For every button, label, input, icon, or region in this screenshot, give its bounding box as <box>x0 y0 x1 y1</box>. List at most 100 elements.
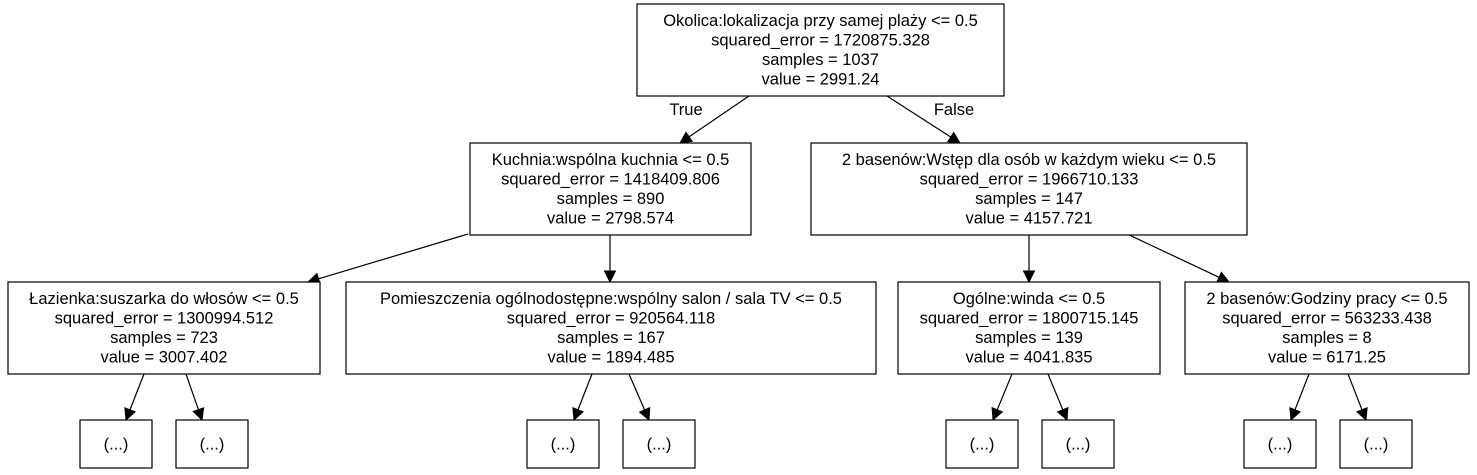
edge-n3-t0 <box>124 373 145 422</box>
node-text-line: Kuchnia:wspólna kuchnia <= 0.5 <box>492 151 730 169</box>
node-box <box>1041 419 1115 469</box>
truncated-node-t1: (...) <box>175 419 249 469</box>
node-text-line: 2 basenów:Wstęp dla osób w każdym wieku … <box>842 151 1216 169</box>
edge-line <box>628 373 646 411</box>
edge-n2-n5 <box>1022 235 1036 284</box>
arrowhead-icon <box>638 406 651 422</box>
arrowhead-icon <box>192 407 205 422</box>
truncated-node-t2: (...) <box>526 419 600 469</box>
edge-line <box>1347 373 1363 410</box>
tree-node-n2: 2 basenów:Wstęp dla osób w każdym wieku … <box>810 142 1248 236</box>
edge-n0-n1: True <box>669 95 750 144</box>
node-text-line: samples = 167 <box>557 329 665 347</box>
nodes-layer: Okolica:lokalizacja przy samej plaży <= … <box>7 3 1470 469</box>
edge-n1-n4 <box>603 235 617 284</box>
node-text-line: value = 2798.574 <box>547 210 674 228</box>
tree-node-n4: Pomieszczenia ogólnodostępne:wspólny sal… <box>345 281 877 375</box>
node-text-line: value = 4041.835 <box>965 349 1092 367</box>
arrowhead-icon <box>572 407 585 422</box>
node-text-line: squared_error = 1800715.145 <box>920 310 1139 328</box>
edge-line <box>318 233 469 280</box>
truncated-node-t5: (...) <box>1041 419 1115 469</box>
node-text-line: (...) <box>647 436 672 454</box>
edge-n0-n2: False <box>886 95 974 144</box>
edge-line <box>1294 373 1310 410</box>
edge-n5-t5 <box>1047 373 1069 422</box>
node-box <box>526 419 600 469</box>
tree-node-n6: 2 basenów:Godziny pracy <= 0.5 squared_er… <box>1184 281 1470 375</box>
edge-line <box>129 373 145 410</box>
truncated-node-t3: (...) <box>622 419 696 469</box>
node-text-line: (...) <box>200 436 225 454</box>
edge-line <box>1124 232 1220 278</box>
node-text-line: 2 basenów:Godziny pracy <= 0.5 <box>1206 290 1447 308</box>
node-text-line: (...) <box>1364 436 1389 454</box>
arrowhead-icon <box>1022 270 1036 284</box>
node-text-line: value = 3007.402 <box>100 349 227 367</box>
node-text-line: squared_error = 563233.438 <box>1222 310 1432 328</box>
edge-n3-t1 <box>185 373 205 422</box>
arrowhead-icon <box>1056 406 1069 422</box>
arrowhead-icon <box>603 270 617 284</box>
node-text-line: value = 1894.485 <box>547 349 674 367</box>
node-text-line: value = 6171.25 <box>1268 349 1386 367</box>
truncated-node-t7: (...) <box>1339 419 1413 469</box>
arrowhead-icon <box>1355 407 1368 422</box>
edge-n4-t3 <box>628 373 651 422</box>
node-text-line: value = 4157.721 <box>965 210 1092 228</box>
tree-node-n1: Kuchnia:wspólna kuchnia <= 0.5 squared_er… <box>469 142 752 236</box>
node-box <box>636 3 1005 97</box>
node-text-line: squared_error = 1720875.328 <box>711 32 930 50</box>
edge-n1-n3 <box>306 233 469 285</box>
node-box <box>897 281 1161 375</box>
arrowhead-icon <box>1289 407 1302 422</box>
edge-line <box>185 373 199 410</box>
node-box <box>469 142 752 236</box>
edge-line <box>688 95 750 138</box>
arrowhead-icon <box>991 406 1004 422</box>
node-text-line: squared_error = 1418409.806 <box>501 171 720 189</box>
edge-line <box>996 373 1013 411</box>
node-text-line: samples = 1037 <box>762 51 879 69</box>
truncated-node-t4: (...) <box>945 419 1019 469</box>
truncated-node-t6: (...) <box>1243 419 1317 469</box>
edge-n5-t4 <box>991 373 1013 422</box>
truncated-node-t0: (...) <box>79 419 153 469</box>
node-text-line: samples = 723 <box>110 329 218 347</box>
node-box <box>622 419 696 469</box>
node-text-line: (...) <box>551 436 576 454</box>
node-text-line: (...) <box>104 436 129 454</box>
node-box <box>79 419 153 469</box>
edge-line <box>886 95 952 138</box>
edge-n6-t6 <box>1289 373 1310 422</box>
node-text-line: samples = 147 <box>975 190 1083 208</box>
node-text-line: Ogólne:winda <= 0.5 <box>953 290 1105 308</box>
arrowhead-icon <box>1215 271 1231 283</box>
edge-label: True <box>669 101 702 119</box>
node-text-line: value = 2991.24 <box>762 71 880 89</box>
node-text-line: squared_error = 1966710.133 <box>920 171 1139 189</box>
edge-line <box>577 373 593 410</box>
arrowhead-icon <box>124 407 137 422</box>
node-box <box>810 142 1248 236</box>
node-text-line: Okolica:lokalizacja przy samej plaży <= … <box>663 12 978 30</box>
node-text-line: Pomieszczenia ogólnodostępne:wspólny sal… <box>380 290 842 308</box>
arrowhead-icon <box>679 131 694 144</box>
tree-node-n5: Ogólne:winda <= 0.5 squared_error = 18007… <box>897 281 1161 375</box>
node-text-line: (...) <box>970 436 995 454</box>
node-box <box>7 281 321 375</box>
node-text-line: samples = 8 <box>1282 329 1371 347</box>
edge-n4-t2 <box>572 373 593 422</box>
node-text-line: samples = 139 <box>975 329 1083 347</box>
tree-node-n0: Okolica:lokalizacja przy samej plaży <= … <box>636 3 1005 97</box>
node-box <box>945 419 1019 469</box>
arrowhead-icon <box>946 131 961 144</box>
node-text-line: samples = 890 <box>557 190 665 208</box>
edge-n2-n6 <box>1124 232 1231 283</box>
tree-node-n3: Łazienka:suszarka do włosów <= 0.5square… <box>7 281 321 375</box>
node-text-line: Łazienka:suszarka do włosów <= 0.5 <box>29 290 299 308</box>
node-text-line: (...) <box>1268 436 1293 454</box>
node-box <box>175 419 249 469</box>
node-box <box>1339 419 1413 469</box>
